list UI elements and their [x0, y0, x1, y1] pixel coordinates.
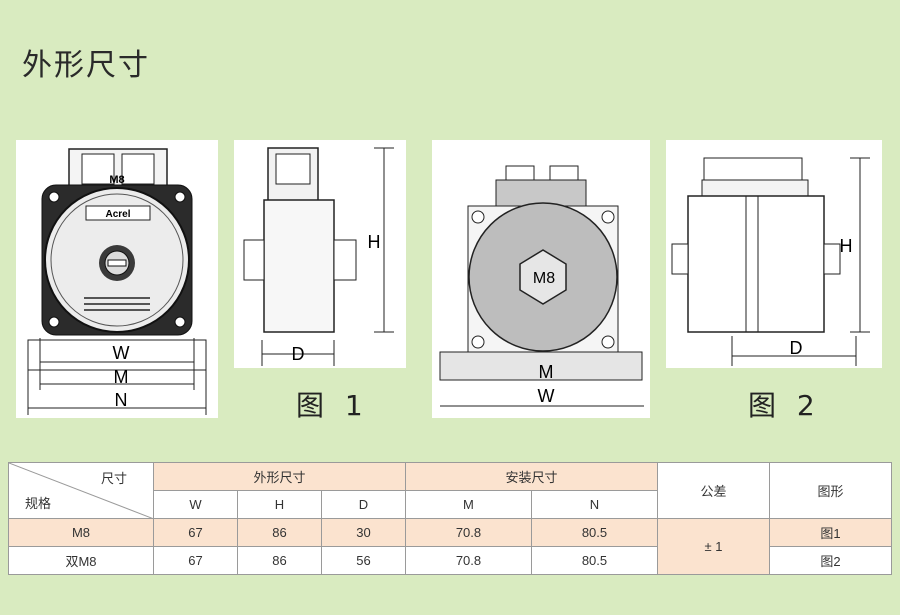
- fig1-side-drawing: D H: [243, 147, 394, 366]
- row-n: 80.5: [530, 546, 659, 575]
- fig1-dim-h: H: [368, 232, 381, 252]
- subheader-m: M: [405, 490, 532, 519]
- row-d: 56: [321, 546, 406, 575]
- figure1-caption: 图 1: [296, 389, 369, 422]
- subheader-h: H: [237, 490, 322, 519]
- row-d: 30: [321, 518, 406, 547]
- fig2-model-text: M8: [533, 270, 555, 287]
- fig1-brand-text: Acrel: [105, 209, 130, 220]
- page-title: 外形尺寸: [22, 48, 150, 83]
- subheader-d: D: [321, 490, 406, 519]
- row-model: M8: [8, 518, 154, 547]
- spec-header-row: 尺寸 规格 外形尺寸 安装尺寸 公差 图形: [8, 462, 892, 519]
- fig1-dim-n: N: [115, 390, 128, 410]
- tolerance-value: ± 1: [657, 518, 770, 575]
- subheader-n: N: [530, 490, 659, 519]
- group-install-header: 安装尺寸: [405, 462, 658, 491]
- fig1-dim-d: D: [292, 344, 305, 364]
- row-figure: 图1: [769, 518, 892, 547]
- fig2-side-drawing: D H: [671, 157, 870, 366]
- figure-header: 图形: [769, 462, 892, 519]
- fig2-dim-w: W: [538, 386, 555, 406]
- table-row: M8 67 86 30 70.8 80.5 ± 1 图1: [8, 518, 892, 575]
- tolerance-header: 公差: [657, 462, 770, 519]
- row-w: 67: [153, 546, 238, 575]
- fig2-side-view: D H: [666, 140, 882, 368]
- row-n: 80.5: [530, 518, 659, 547]
- fig2-dim-d: D: [790, 338, 803, 358]
- group-outer-header: 外形尺寸: [153, 462, 406, 491]
- row-w: 67: [153, 518, 238, 547]
- subheader-w: W: [153, 490, 238, 519]
- row-h: 86: [237, 518, 322, 547]
- row-m: 70.8: [405, 518, 532, 547]
- corner-top-label: 尺寸: [100, 471, 127, 486]
- fig1-side-view: D H: [234, 140, 406, 368]
- table-row: 双M8 67 86 56 70.8 80.5 图2: [8, 546, 892, 575]
- fig1-dim-m: M: [114, 367, 129, 387]
- fig2-dim-h: H: [840, 236, 853, 256]
- fig1-model-text: M8: [109, 174, 124, 186]
- fig2-front-drawing: M8 M W: [439, 165, 644, 407]
- row-h: 86: [237, 546, 322, 575]
- fig1-dim-w: W: [113, 343, 130, 363]
- fig2-front-view: M8 M W: [432, 140, 650, 418]
- figure2-caption: 图 2: [748, 389, 821, 422]
- fig1-front-drawing: Acrel M8 W M N: [27, 148, 207, 415]
- spec-table: 尺寸 规格 外形尺寸 安装尺寸 公差 图形 W H D M N M8 67 86…: [8, 462, 892, 575]
- fig2-dim-m: M: [539, 362, 554, 382]
- corner-cell: 尺寸 规格: [8, 462, 154, 519]
- row-m: 70.8: [405, 546, 532, 575]
- fig1-front-view: Acrel M8 W M N: [16, 140, 218, 418]
- row-model: 双M8: [8, 546, 154, 575]
- corner-bottom-label: 规格: [25, 496, 52, 511]
- row-figure: 图2: [769, 546, 892, 575]
